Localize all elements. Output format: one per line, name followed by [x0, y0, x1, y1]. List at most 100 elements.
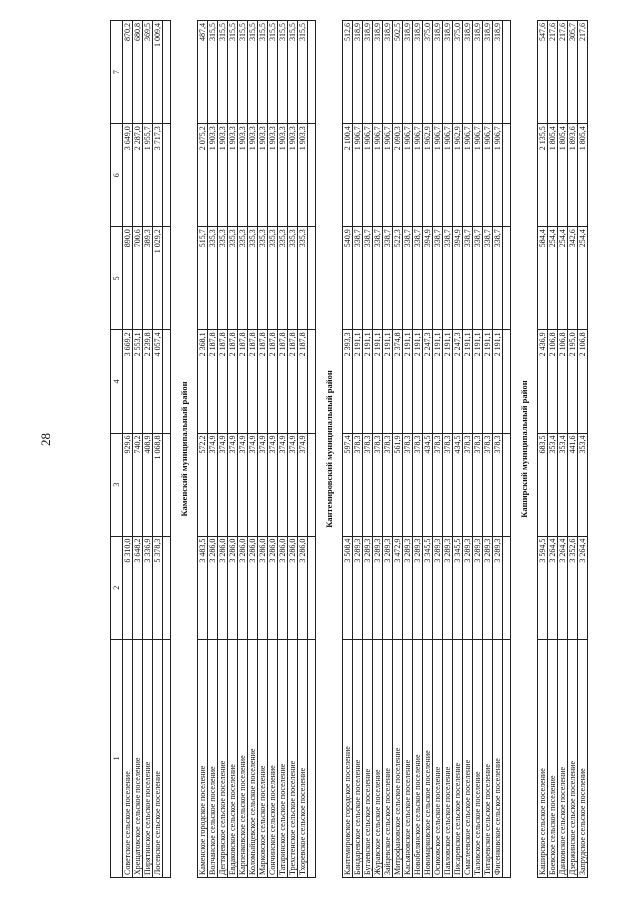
amount-cell: 441,6	[567, 433, 578, 537]
amount-cell: 338,7	[492, 226, 503, 330]
settlement-name: Журавское сельское поселение	[372, 639, 383, 878]
amount-cell: 547,6	[537, 20, 548, 124]
settlement-name: Бондаревское сельское поселение	[352, 639, 363, 878]
amount-cell: 1 962,9	[422, 123, 433, 227]
amount-cell: 394,9	[422, 226, 433, 330]
amount-cell: 2 187,8	[217, 329, 228, 434]
amount-cell: 378,3	[472, 433, 483, 537]
amount-cell: 318,9	[402, 20, 413, 124]
amount-cell: 1 805,4	[577, 123, 588, 227]
amount-cell: 378,3	[482, 433, 493, 537]
table-body: 1 2 3 4 5 6 7 Советское сельское поселен…	[110, 20, 588, 878]
settlement-name: Пирятинское сельское поселение	[142, 639, 153, 878]
amount-cell: 254,4	[577, 226, 588, 330]
amount-cell: 2 187,8	[267, 329, 278, 434]
amount-cell: 2 187,8	[207, 329, 218, 434]
amount-cell: 4 057,4	[152, 329, 163, 434]
amount-cell: 2 187,8	[237, 329, 248, 434]
empty-cell	[307, 123, 316, 227]
page-number: 28	[38, 433, 53, 446]
amount-cell: 512,6	[342, 20, 353, 124]
amount-cell: 353,4	[547, 433, 558, 537]
empty-cell	[307, 433, 316, 537]
amount-cell: 2 191,1	[432, 329, 443, 434]
amount-cell: 335,3	[207, 226, 218, 330]
empty-cell	[162, 329, 171, 434]
amount-cell: 338,7	[402, 226, 413, 330]
amount-cell: 374,9	[267, 433, 278, 537]
empty-cell	[502, 329, 511, 434]
column-number: 2	[110, 536, 123, 640]
amount-cell: 254,4	[547, 226, 558, 330]
column-number: 7	[110, 20, 123, 124]
amount-cell: 1 906,7	[482, 123, 493, 227]
district-heading-row: Каширский муниципальный район	[510, 20, 538, 878]
settlement-name: Титаревское сельское поселение	[482, 639, 493, 878]
amount-cell: 3 289,3	[462, 536, 473, 640]
amount-cell: 374,9	[297, 433, 308, 537]
empty-cell	[502, 639, 511, 878]
amount-cell: 1 955,7	[142, 123, 153, 227]
settlement-name: Лосевское сельское поселение	[152, 639, 163, 878]
amount-cell: 318,9	[472, 20, 483, 124]
amount-cell: 2 191,1	[372, 329, 383, 434]
amount-cell: 3 289,3	[352, 536, 363, 640]
amount-cell: 335,3	[277, 226, 288, 330]
amount-cell: 2 239,8	[142, 329, 153, 434]
amount-cell: 1 906,7	[442, 123, 453, 227]
amount-cell: 3 669,2	[122, 329, 133, 434]
amount-cell: 318,9	[362, 20, 373, 124]
settlement-name: Павловское сельское поселение	[442, 639, 453, 878]
settlement-name: Трехстенское сельское поселение	[287, 639, 298, 878]
budget-table: 1 2 3 4 5 6 7 Советское сельское поселен…	[110, 20, 588, 878]
amount-cell: 3 286,0	[247, 536, 258, 640]
amount-cell: 1 903,3	[267, 123, 278, 227]
amount-cell: 375,0	[452, 20, 463, 124]
amount-cell: 1 906,7	[432, 123, 443, 227]
amount-cell: 335,3	[247, 226, 258, 330]
settlement-name: Осиковское сельское поселение	[432, 639, 443, 878]
amount-cell: 1 906,7	[372, 123, 383, 227]
amount-cell: 335,3	[267, 226, 278, 330]
settlement-name: Писаревское сельское поселение	[452, 639, 463, 878]
empty-cell	[307, 329, 316, 434]
amount-cell: 318,9	[482, 20, 493, 124]
amount-cell: 683,5	[537, 433, 548, 537]
amount-cell: 318,9	[442, 20, 453, 124]
amount-cell: 2 187,8	[297, 329, 308, 434]
amount-cell: 1 906,7	[412, 123, 423, 227]
amount-cell: 374,9	[217, 433, 228, 537]
amount-cell: 434,5	[422, 433, 433, 537]
amount-cell: 338,7	[362, 226, 373, 330]
amount-cell: 561,9	[392, 433, 403, 537]
amount-cell: 2 187,8	[247, 329, 258, 434]
amount-cell: 502,5	[392, 20, 403, 124]
amount-cell: 378,3	[432, 433, 443, 537]
amount-cell: 315,5	[207, 20, 218, 124]
amount-cell: 680,8	[132, 20, 143, 124]
amount-cell: 2 191,1	[362, 329, 373, 434]
empty-cell	[502, 536, 511, 640]
settlement-name: Коломыйцевское сельское поселение	[247, 639, 258, 878]
amount-cell: 2 106,8	[577, 329, 588, 434]
settlement-name: Зайцевское сельское поселение	[382, 639, 393, 878]
amount-cell: 1 903,3	[227, 123, 238, 227]
amount-cell: 1 029,2	[152, 226, 163, 330]
amount-cell: 335,3	[237, 226, 248, 330]
amount-cell: 305,7	[567, 20, 578, 124]
amount-cell: 2 191,1	[352, 329, 363, 434]
amount-cell: 3 264,4	[577, 536, 588, 640]
amount-cell: 1 903,3	[287, 123, 298, 227]
